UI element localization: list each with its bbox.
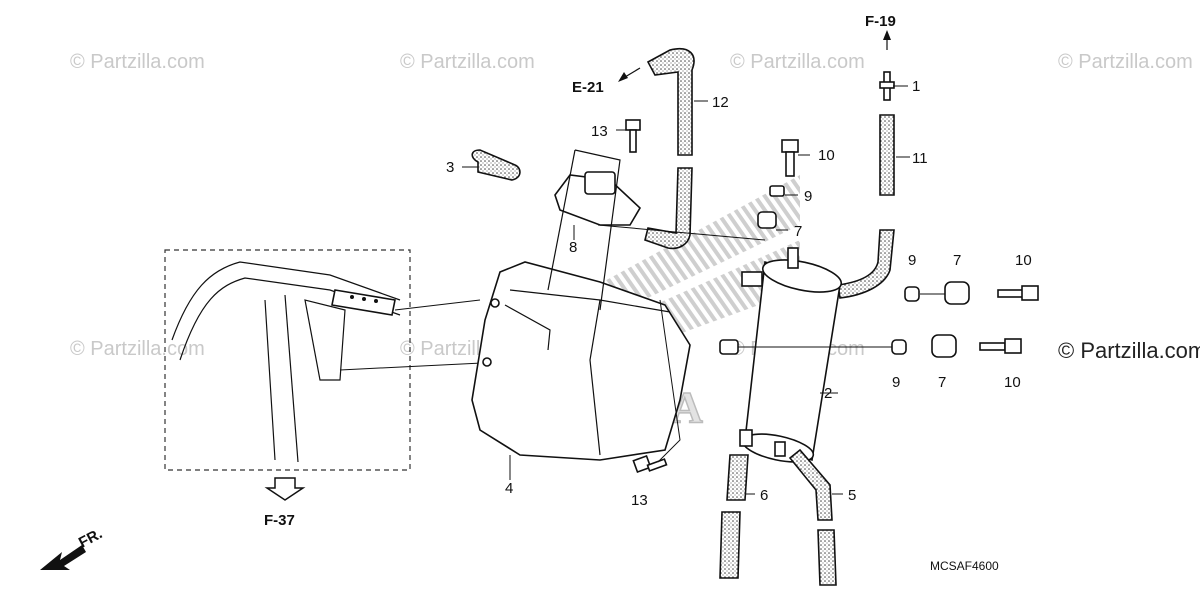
frame-reference-box [164,249,483,471]
watermark-right: © Partzilla.com [1058,338,1200,363]
callout-13-upper: 13 [591,123,608,140]
watermark: © Partzilla.com [70,51,205,73]
ref-e21-group: E-21 [572,67,641,96]
callout-10-top: 10 [818,147,835,164]
part-12-hose [644,48,695,250]
part-6-hose [719,454,749,579]
diagram-code: MCSAF4600 [930,559,999,573]
front-direction-indicator: FR. [40,525,105,570]
ref-f19[interactable]: F-19 [865,13,896,30]
callout-4: 4 [505,480,513,497]
callout-3: 3 [446,159,454,176]
part-13-bolt-upper [625,119,641,153]
arrow-front-icon [40,545,86,570]
callout-9-top: 9 [804,188,812,205]
callout-10-upper: 10 [1015,252,1032,269]
callout-6: 6 [760,487,768,504]
callout-9-upper: 9 [908,252,916,269]
callout-5: 5 [848,487,856,504]
callout-11: 11 [912,150,928,167]
part-10-bolt-top [781,139,799,177]
callout-8: 8 [569,239,577,256]
callout-numbers: 1 2 3 4 5 6 7 7 7 8 9 9 9 10 10 10 11 12… [446,78,1032,509]
part-8-valve [547,149,642,311]
part-3-hose [471,149,521,181]
part-5-hose [788,448,837,586]
callout-12: 12 [712,94,729,111]
watermark: © Partzilla.com [400,51,535,73]
callout-9-lower: 9 [892,374,900,391]
hardware-row-lower [738,334,1022,358]
callout-7-top: 7 [794,223,802,240]
ref-f37[interactable]: F-37 [264,512,295,529]
watermark: © Partzilla.com [730,51,865,73]
part-11-hose [837,114,895,299]
part-7-grommet-top [757,211,777,229]
part-9-washer-top [769,185,785,197]
ref-e21[interactable]: E-21 [572,79,604,96]
arrow-left-icon [618,72,628,82]
callout-7-upper: 7 [953,252,961,269]
callout-1: 1 [912,78,920,95]
watermark: © Partzilla.com [1058,51,1193,73]
callout-13-lower: 13 [631,492,648,509]
callout-7-lower: 7 [938,374,946,391]
watermark: © Partzilla.com [70,338,205,360]
leader-lines [462,85,910,495]
callout-10-lower: 10 [1004,374,1021,391]
arrow-up-icon [883,30,891,40]
part-4-cover [471,261,691,480]
part-13-bolt-lower [632,299,681,474]
part-2-canister [719,247,843,463]
callout-2: 2 [824,385,832,402]
f37-reference: F-37 [264,477,306,529]
part-1-clip [879,30,895,101]
hardware-row-upper [904,281,1039,305]
arrow-down-icon [264,477,306,501]
